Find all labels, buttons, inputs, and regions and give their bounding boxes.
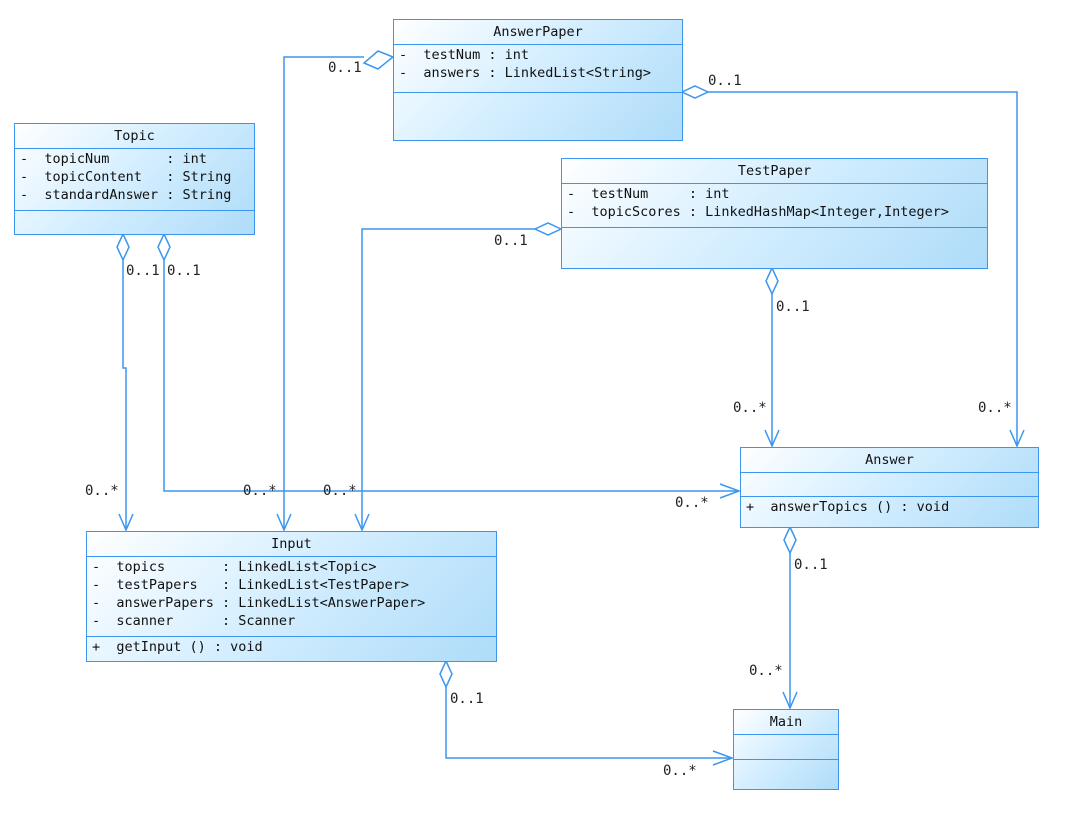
attributes-compartment: - topics : LinkedList<Topic> - testPaper… [87,557,496,637]
aggregation-diamond [680,85,710,99]
line-input-main [445,687,732,759]
multiplicity-label: 0..1 [708,73,742,89]
attribute: - standardAnswer : String [20,187,232,203]
multiplicity-label: 0..1 [450,691,484,707]
aggregation-diamond [116,232,130,262]
aggregation-diamond [783,525,797,555]
arrowhead [276,513,292,532]
class-name: Input [87,532,496,557]
aggregation-diamond [533,222,563,236]
multiplicity-label: 0..* [749,663,783,679]
aggregation-diamond [362,50,395,70]
operations-compartment [394,93,682,94]
attribute: - testNum : int [567,186,730,202]
attribute: - answerPapers : LinkedList<AnswerPaper> [92,595,426,611]
multiplicity-label: 0..1 [167,263,201,279]
operations-compartment [562,228,987,229]
attribute: - topicScores : LinkedHashMap<Integer,In… [567,204,950,220]
attributes-compartment: - testNum : int - topicScores : LinkedHa… [562,184,987,228]
arrowhead [764,429,780,448]
aggregation-diamond [439,659,453,689]
attribute: - testPapers : LinkedList<TestPaper> [92,577,409,593]
class-main[interactable]: Main [733,709,839,790]
arrowhead [712,750,735,766]
attributes-compartment: - topicNum : int - topicContent : String… [15,149,254,211]
attributes-compartment: - testNum : int - answers : LinkedList<S… [394,45,682,93]
class-answer[interactable]: Answer + answerTopics () : void [740,447,1039,528]
operation: + getInput () : void [92,639,263,655]
arrowhead [1009,429,1025,448]
multiplicity-label: 0..* [323,483,357,499]
multiplicity-label: 0..1 [776,299,810,315]
aggregation-diamond [157,232,171,262]
class-testpaper[interactable]: TestPaper - testNum : int - topicScores … [561,158,988,269]
attribute: - answers : LinkedList<String> [399,65,651,81]
attribute: - topics : LinkedList<Topic> [92,559,377,575]
operation: + answerTopics () : void [746,499,950,515]
operations-compartment: + getInput () : void [87,637,496,656]
class-name: TestPaper [562,159,987,184]
arrowhead [719,483,742,499]
class-answerpaper[interactable]: AnswerPaper - testNum : int - answers : … [393,19,683,141]
class-name: AnswerPaper [394,20,682,45]
aggregation-diamond [765,266,779,296]
multiplicity-label: 0..1 [126,263,160,279]
arrowhead [118,513,134,532]
multiplicity-label: 0..1 [328,60,362,76]
attributes-compartment [734,735,838,760]
arrowhead [782,691,798,710]
line-topic-answer [163,260,739,492]
arrowhead [354,513,370,532]
attribute: - testNum : int [399,47,530,63]
multiplicity-label: 0..1 [794,557,828,573]
multiplicity-label: 0..1 [494,233,528,249]
multiplicity-label: 0..* [663,763,697,779]
operations-compartment: + answerTopics () : void [741,497,1038,516]
attributes-compartment [741,473,1038,497]
attribute: - topicContent : String [20,169,232,185]
multiplicity-label: 0..* [675,495,709,511]
class-input[interactable]: Input - topics : LinkedList<Topic> - tes… [86,531,497,662]
line-answerpaper-input [283,56,364,530]
attribute: - topicNum : int [20,151,207,167]
multiplicity-label: 0..* [978,400,1012,416]
multiplicity-label: 0..* [243,483,277,499]
line-answerpaper-answer [708,91,1018,446]
line-topic-input [122,260,127,530]
multiplicity-label: 0..* [733,400,767,416]
line-testpaper-input [361,228,535,530]
class-name: Answer [741,448,1038,473]
multiplicity-label: 0..* [85,483,119,499]
class-topic[interactable]: Topic - topicNum : int - topicContent : … [14,123,255,235]
operations-compartment [15,211,254,212]
class-name: Main [734,710,838,735]
class-name: Topic [15,124,254,149]
operations-compartment [734,760,838,761]
attribute: - scanner : Scanner [92,613,296,629]
